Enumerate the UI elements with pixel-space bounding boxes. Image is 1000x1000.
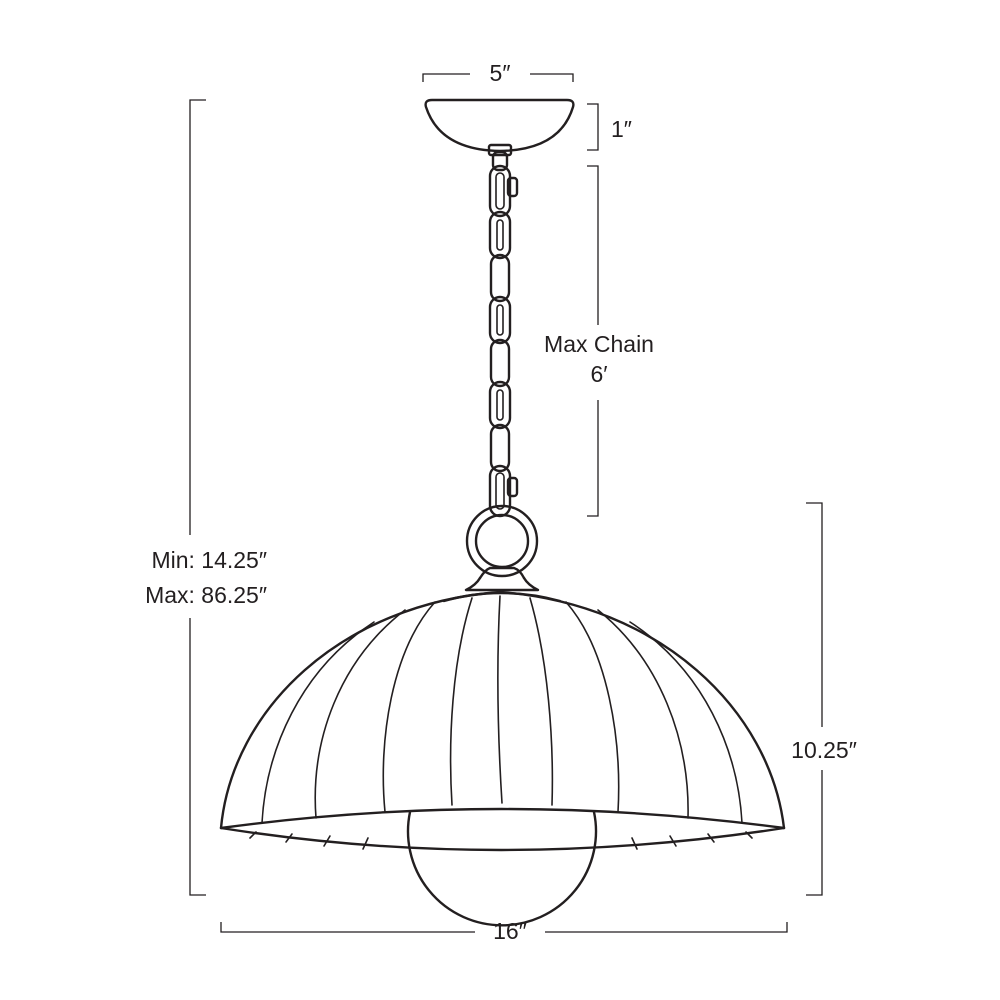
- overall-min-label: Min: 14.25″: [151, 547, 267, 573]
- shade-height-label: 10.25″: [791, 737, 857, 763]
- dome-shade: [219, 590, 786, 852]
- chain-label-line2: 6′: [590, 361, 608, 387]
- shade-width-dimension: [220, 922, 788, 933]
- canopy-height-label: 1″: [611, 116, 632, 142]
- chain-length-dimension: [587, 165, 599, 517]
- chain-label-line1: Max Chain: [544, 331, 654, 357]
- chain: [488, 150, 519, 518]
- overall-max-label: Max: 86.25″: [145, 582, 267, 608]
- canopy-width-label: 5″: [489, 60, 511, 86]
- overall-height-dimension: [189, 99, 206, 896]
- shade-width-label: 16″: [493, 918, 527, 944]
- canopy-height-dimension: [587, 103, 599, 151]
- canopy-width-dimension: [422, 73, 574, 82]
- shade-height-dimension: [806, 502, 823, 896]
- globe-bulb: [406, 810, 598, 927]
- ceiling-canopy: [424, 98, 575, 157]
